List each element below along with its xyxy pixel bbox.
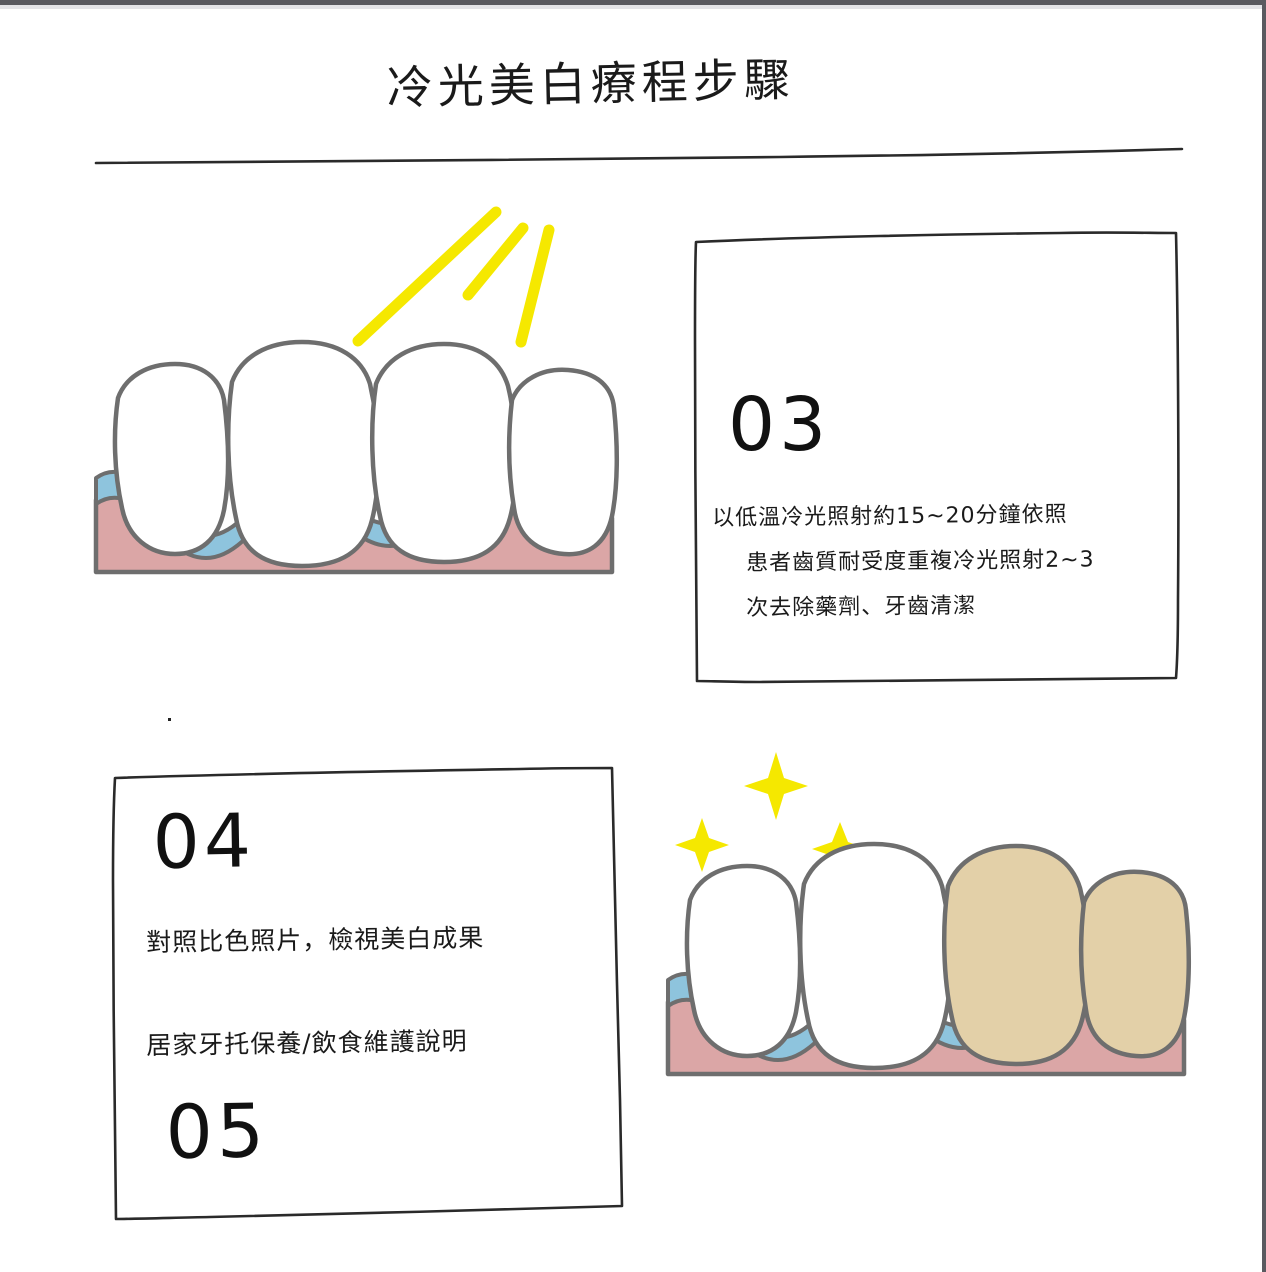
title-underline (94, 147, 1184, 165)
gum-tissue (93, 474, 615, 575)
light-rays-icon (352, 206, 555, 348)
illustration-teeth-with-light (93, 206, 620, 575)
step-04-line-2: 居家牙托保養/飲食維護說明 (146, 1026, 468, 1060)
illustration-teeth-comparison (665, 752, 1192, 1077)
window-top-bar (0, 0, 1266, 5)
page-title: 冷光美白療程步驟 (386, 52, 796, 115)
tooth-3-yellow (941, 843, 1091, 1067)
step-03-line-2: 患者齒質耐受度重複冷光照射2~3 (746, 547, 1095, 576)
sparkle-icons (675, 752, 868, 876)
tooth-3 (369, 341, 519, 565)
gum-tissue (665, 976, 1187, 1077)
ink-dot-artifact (168, 718, 171, 721)
step-03-line-3: 次去除藥劑、牙齒清潔 (746, 593, 977, 621)
sparkle-icon-3 (812, 822, 868, 876)
tooth-1-white (684, 863, 803, 1059)
tooth-4-yellow (1078, 869, 1192, 1059)
window-right-edge (1262, 0, 1266, 1272)
whitening-gel-layer (94, 455, 614, 560)
tooth-2 (225, 339, 381, 569)
step-04-number: 04 (152, 798, 256, 886)
tooth-1 (112, 361, 231, 557)
window-top-highlight (0, 5, 1266, 9)
step-05-number: 05 (165, 1088, 269, 1176)
step-04-line-1: 對照比色照片，檢視美白成果 (146, 923, 485, 957)
sparkle-icon-1 (744, 752, 808, 820)
tooth-4 (506, 367, 620, 557)
step-03-line-1: 以低溫冷光照射約15~20分鐘依照 (712, 502, 1068, 531)
whitening-gel-layer (666, 957, 1186, 1062)
tooth-2-white (797, 841, 953, 1071)
step-03-number: 03 (728, 382, 831, 468)
sparkle-icon-2 (675, 818, 729, 872)
